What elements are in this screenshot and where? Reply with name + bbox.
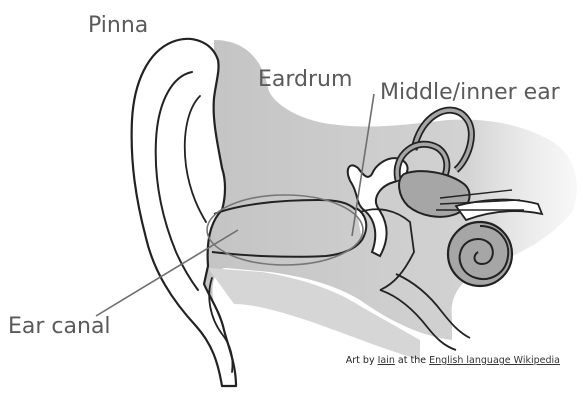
author-link[interactable]: Iain [378, 355, 395, 366]
label-eardrum: Eardrum [258, 69, 352, 91]
cochlea [448, 222, 512, 286]
attribution: Art by Iain at the English language Wiki… [340, 355, 560, 366]
credit-prefix: Art by [346, 355, 378, 366]
label-middle-inner-ear: Middle/inner ear [380, 82, 560, 104]
credit-middle: at the [395, 355, 429, 366]
label-pinna: Pinna [88, 15, 148, 37]
source-link[interactable]: English language Wikipedia [429, 355, 560, 366]
label-ear-canal: Ear canal [8, 316, 111, 338]
